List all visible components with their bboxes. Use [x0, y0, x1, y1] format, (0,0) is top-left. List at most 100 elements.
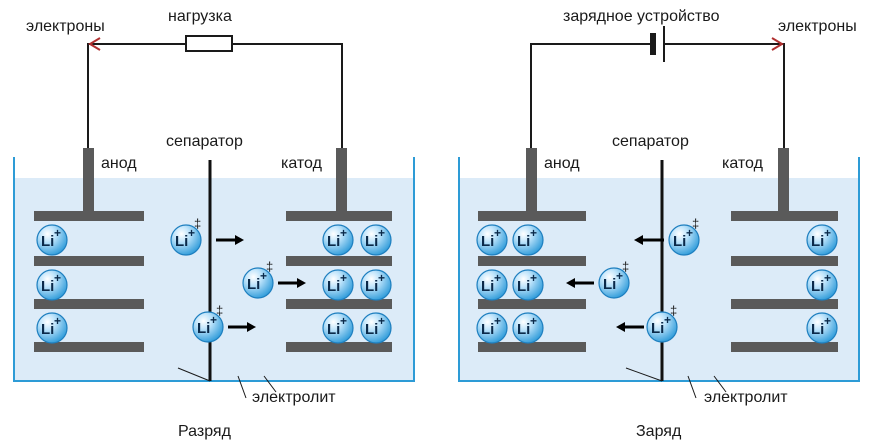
ion-charge: +	[378, 314, 385, 328]
lithium-ion: Li+‡	[668, 216, 700, 256]
ion-direction-arrow	[228, 322, 256, 332]
ion-charge: +	[210, 313, 217, 327]
ion-symbol: Li	[811, 278, 824, 295]
panel-caption: Заряд	[636, 423, 682, 440]
ion-charge: +	[494, 314, 501, 328]
ion-symbol: Li	[517, 321, 530, 338]
ion-symbol: Li	[481, 321, 494, 338]
ion-symbol: Li	[247, 276, 260, 293]
ion-charge: +	[530, 226, 537, 240]
ion-symbol: Li	[41, 233, 54, 250]
charge-panel: зарядное устройство электроны анод сепар…	[458, 8, 860, 440]
cathode	[286, 148, 392, 352]
ion-charge: +	[664, 313, 671, 327]
lithium-ion: Li+	[322, 312, 354, 344]
ion-symbol: Li	[517, 278, 530, 295]
lithium-ion: Li+	[806, 224, 838, 256]
lithium-ion: Li+	[512, 224, 544, 256]
separator-label: сепаратор	[612, 133, 689, 150]
electron-arrow-icon	[771, 37, 784, 51]
lithium-ion: Li+	[360, 312, 392, 344]
lithium-ion: Li+‡	[598, 259, 630, 299]
ion-charge: +	[824, 271, 831, 285]
ion-charge: +	[340, 314, 347, 328]
ion-symbol: Li	[175, 233, 188, 250]
panel-caption: Разряд	[178, 423, 232, 440]
lithium-ion: Li+	[322, 269, 354, 301]
tank-outline	[13, 157, 415, 382]
ion-symbol: Li	[365, 321, 378, 338]
lithium-ion: Li+	[360, 224, 392, 256]
solvation-mark: ‡	[194, 216, 201, 231]
lithium-ions: Li+Li+Li+Li+Li+Li+Li+Li+Li+Li+‡Li+‡Li+‡L…	[36, 216, 838, 344]
electrolyte-label: электролит	[252, 389, 336, 406]
anode	[34, 148, 144, 352]
ion-charge: +	[54, 226, 61, 240]
lithium-ion: Li+‡	[242, 259, 274, 299]
ion-direction-arrow	[278, 278, 306, 288]
lithium-ion: Li+	[512, 312, 544, 344]
lithium-ion: Li+‡	[192, 303, 224, 343]
ion-symbol: Li	[327, 233, 340, 250]
ion-symbol: Li	[651, 320, 664, 337]
electrolyte-pointer	[177, 367, 277, 399]
ion-symbol: Li	[197, 320, 210, 337]
charger-label: зарядное устройство	[563, 8, 720, 25]
ion-charge: +	[260, 269, 267, 283]
ion-charge: +	[378, 271, 385, 285]
ion-charge: +	[530, 314, 537, 328]
ion-charge: +	[340, 271, 347, 285]
solvation-mark: ‡	[622, 259, 629, 274]
ion-charge: +	[616, 269, 623, 283]
cathode-label: катод	[722, 155, 764, 172]
ion-arrows	[216, 235, 664, 332]
ion-symbol: Li	[327, 278, 340, 295]
ion-direction-arrow	[616, 322, 644, 332]
ion-charge: +	[824, 226, 831, 240]
ion-charge: +	[378, 226, 385, 240]
anode	[478, 148, 586, 352]
lithium-ion: Li+	[360, 269, 392, 301]
tank-outline	[458, 157, 860, 382]
ion-symbol: Li	[41, 321, 54, 338]
ion-symbol: Li	[811, 321, 824, 338]
ion-direction-arrow	[634, 235, 664, 245]
lithium-ion: Li+	[806, 312, 838, 344]
ion-symbol: Li	[603, 276, 616, 293]
ion-direction-arrow	[216, 235, 244, 245]
discharge-panel: электроны нагрузка анод сепаратор катод …	[13, 8, 415, 440]
ion-charge: +	[824, 314, 831, 328]
solvation-mark: ‡	[266, 259, 273, 274]
ion-charge: +	[54, 314, 61, 328]
lithium-ion: Li+‡	[170, 216, 202, 256]
anode-label: анод	[544, 155, 580, 172]
electrolyte-label: электролит	[704, 389, 788, 406]
ion-symbol: Li	[41, 278, 54, 295]
lithium-ion: Li+	[476, 312, 508, 344]
charger-battery-symbol	[650, 26, 665, 62]
ion-charge: +	[340, 226, 347, 240]
lithium-ion: Li+	[806, 269, 838, 301]
ion-symbol: Li	[365, 278, 378, 295]
load-label: нагрузка	[168, 8, 232, 25]
lithium-ion: Li+‡	[646, 303, 678, 343]
circuit-wire	[87, 43, 343, 148]
ion-charge: +	[530, 271, 537, 285]
ion-charge: +	[188, 226, 195, 240]
ion-symbol: Li	[673, 233, 686, 250]
ion-symbol: Li	[481, 233, 494, 250]
ion-direction-arrow	[566, 278, 594, 288]
ion-symbol: Li	[365, 233, 378, 250]
ion-charge: +	[54, 271, 61, 285]
cathode-label: катод	[281, 155, 323, 172]
ion-symbol: Li	[481, 278, 494, 295]
ion-charge: +	[494, 226, 501, 240]
electrons-label: электроны	[778, 18, 857, 35]
lithium-ion: Li+	[36, 224, 68, 256]
solvation-mark: ‡	[670, 303, 677, 318]
cathode	[731, 148, 838, 352]
ion-symbol: Li	[327, 321, 340, 338]
lithium-ion: Li+	[322, 224, 354, 256]
anode-label: анод	[101, 155, 137, 172]
